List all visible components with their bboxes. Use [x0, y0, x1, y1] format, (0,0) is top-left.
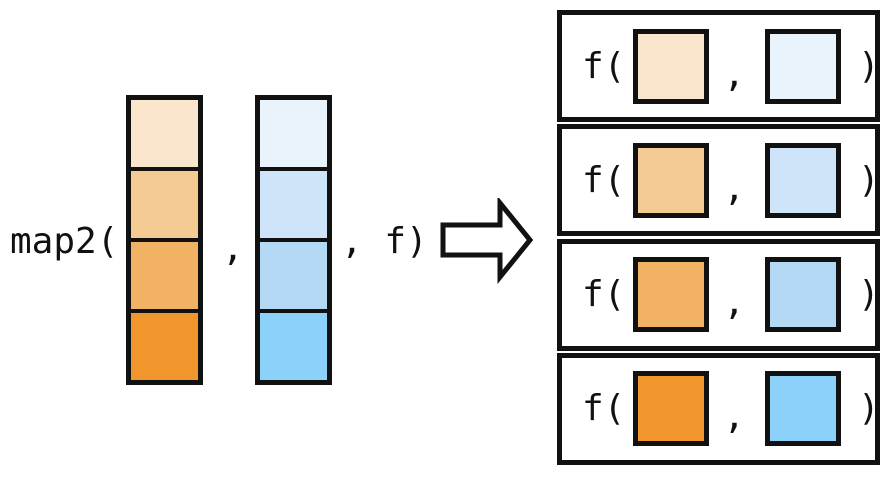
map2-function-label: map2( [10, 221, 119, 262]
arg-separator-comma: , [723, 396, 746, 438]
vector-a-cell-2 [131, 167, 198, 238]
vector-b-cell-4 [260, 309, 327, 380]
vector-b-cell-1 [260, 100, 327, 167]
argument-separator-comma: , [222, 228, 244, 269]
result-row-3: f(,) [557, 238, 880, 351]
right-arrow-icon [440, 198, 534, 284]
result-row-2: f(,) [557, 124, 880, 237]
vector-a-cell-3 [131, 238, 198, 309]
arg-b-square [765, 28, 842, 104]
arg-b-square [765, 257, 842, 333]
arg-a-square [633, 257, 710, 333]
f-call-close-label: ) [858, 274, 880, 316]
f-call-open-label: f( [582, 45, 626, 87]
result-box: f(,)f(,)f(,)f(,) [557, 10, 880, 465]
result-row-4: f(,) [557, 352, 880, 465]
f-call-open-label: f( [582, 388, 626, 430]
arg-separator-comma: , [723, 53, 746, 95]
f-call-open-label: f( [582, 274, 626, 316]
arg-separator-comma: , [723, 282, 746, 324]
arg-a-square [633, 142, 710, 218]
f-call-close-label: ) [858, 45, 880, 87]
vector-a-cell-1 [131, 100, 198, 167]
input-vector-a [126, 95, 203, 385]
vector-b-cell-3 [260, 238, 327, 309]
vector-b-cell-2 [260, 167, 327, 238]
arg-separator-comma: , [723, 167, 746, 209]
input-vector-b [255, 95, 332, 385]
vector-a-cell-4 [131, 309, 198, 380]
arg-a-square [633, 28, 710, 104]
result-row-1: f(,) [557, 10, 880, 122]
function-arg-suffix: , f) [341, 221, 428, 262]
arg-b-square [765, 371, 842, 447]
f-call-open-label: f( [582, 159, 626, 201]
arg-a-square [633, 371, 710, 447]
f-call-close-label: ) [858, 388, 880, 430]
f-call-close-label: ) [858, 159, 880, 201]
arg-b-square [765, 142, 842, 218]
